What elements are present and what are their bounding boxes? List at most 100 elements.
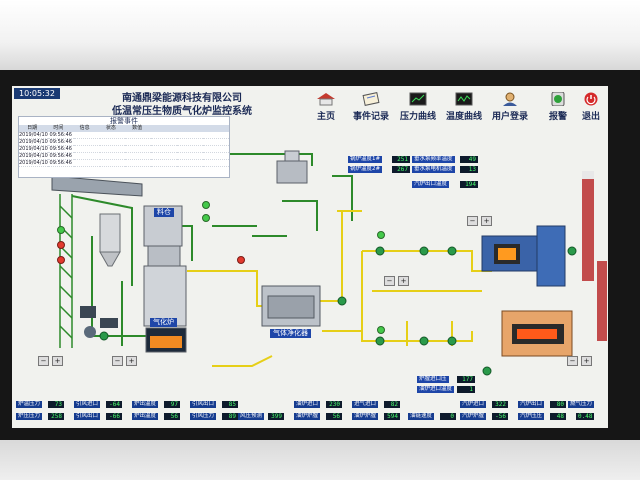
temperature-chart-icon	[455, 92, 473, 106]
bottom-label: 汽炉炉膛	[460, 413, 487, 420]
bottom-value: 48	[550, 413, 566, 420]
process-pipes	[51, 150, 607, 376]
bottom-label: 进气进口	[352, 401, 379, 408]
increase-button[interactable]: +	[398, 276, 409, 286]
alarm-col-extra2	[177, 125, 203, 132]
decrease-button[interactable]: −	[384, 276, 395, 286]
decrease-button[interactable]: −	[467, 216, 478, 226]
bottom-value: 322	[492, 401, 508, 408]
status-lamp	[57, 226, 65, 234]
alarm-col-date: 日期	[27, 125, 38, 131]
alarm-icon	[551, 92, 565, 106]
furnace-inlet-pressure-label: 炉膛进口压	[417, 376, 449, 383]
bottom-value: -64	[106, 401, 122, 408]
nav-home-button[interactable]: 主页	[302, 92, 350, 124]
alarm-col-state: 状态	[105, 125, 116, 131]
status-lamp	[377, 231, 385, 239]
bottom-value: 56	[326, 413, 342, 420]
nav-user-login-label: 用户登录	[491, 112, 528, 122]
nav-event-log-label: 事件记录	[352, 112, 389, 122]
bottom-label: 汽炉出口	[518, 401, 545, 408]
boiler-temp2-label: 锅炉温度2#	[348, 166, 383, 173]
nav-home-label: 主页	[316, 112, 335, 122]
status-lamp	[377, 326, 385, 334]
decrease-button[interactable]: −	[38, 356, 49, 366]
bottom-value: 0	[440, 413, 456, 420]
bottom-label: 炉出温度	[132, 413, 159, 420]
nav-user-login-button[interactable]: 用户登录	[486, 92, 534, 124]
alarm-col-extra3	[203, 125, 229, 132]
bottom-label: 油链速度	[408, 413, 435, 420]
nav-temperature-curve-label: 温度曲线	[445, 112, 482, 122]
status-lamp	[202, 214, 210, 222]
oil-furnace-inlet-label: 油炉进口温度	[417, 386, 455, 393]
bottom-label: 汽炉进口	[460, 401, 487, 408]
increase-button[interactable]: +	[481, 216, 492, 226]
pump-freq-value: 49	[460, 156, 478, 163]
boiler-temp2-value: 267	[392, 166, 410, 173]
bottom-label: 炉出温度	[132, 401, 159, 408]
pump-motor-label: 垂水泵电机温度	[412, 166, 455, 173]
bottom-value: 399	[268, 413, 284, 420]
nav-pressure-curve-label: 压力曲线	[399, 112, 436, 122]
bottom-value: 82	[384, 401, 400, 408]
gasifier-label: 气化炉	[150, 318, 177, 327]
bottom-value: 594	[384, 413, 400, 420]
nav-temperature-curve-button[interactable]: 温度曲线	[440, 92, 488, 124]
notebook-icon	[362, 92, 380, 106]
bottom-label: 燃气压力	[568, 401, 595, 408]
nav-event-log-button[interactable]: 事件记录	[347, 92, 395, 124]
steam-outlet-value: 194	[460, 181, 478, 188]
steam-outlet-label: 汽炉出口温度	[412, 181, 450, 188]
bottom-value: 56	[164, 413, 180, 420]
bottom-value: 73	[48, 401, 64, 408]
company-title: 南通鼎梁能源科技有限公司 低温常压生物质气化炉监控系统	[82, 92, 282, 118]
bottom-label: 汽炉压压	[518, 413, 545, 420]
nav-exit-label: 退出	[581, 112, 600, 122]
power-icon	[584, 92, 598, 106]
bottom-value: -66	[106, 413, 122, 420]
increase-button[interactable]: +	[581, 356, 592, 366]
alarm-event-title: 报警事件	[110, 117, 138, 125]
increase-button[interactable]: +	[52, 356, 63, 366]
nav-alarm-label: 报警	[548, 112, 567, 122]
decrease-button[interactable]: −	[567, 356, 578, 366]
scada-screen: 10:05:32 南通鼎梁能源科技有限公司 低温常压生物质气化炉监控系统 主页 …	[12, 86, 608, 428]
bottom-label: 油炉炉膛	[352, 413, 379, 420]
pressure-chart-icon	[409, 92, 427, 106]
oil-furnace-inlet-value: 1	[457, 386, 475, 393]
bottom-value: -56	[492, 413, 508, 420]
system-name: 低温常压生物质气化炉监控系统	[112, 106, 252, 117]
bottom-value: 85	[222, 401, 238, 408]
bottom-value: 80	[550, 401, 566, 408]
status-lamp	[57, 241, 65, 249]
purifier-label: 气体净化器	[270, 329, 311, 338]
nav-exit-button[interactable]: 退出	[575, 92, 607, 124]
alarm-col-info: 信息	[79, 125, 90, 131]
bottom-label: 炉温压力	[16, 401, 43, 408]
nav-pressure-curve-button[interactable]: 压力曲线	[394, 92, 442, 124]
furnace-inlet-pressure-value: 177	[457, 376, 475, 383]
status-lamp	[237, 256, 245, 264]
bottom-value: 230	[326, 401, 342, 408]
bottom-label: 油炉进口	[294, 401, 321, 408]
increase-button[interactable]: +	[126, 356, 137, 366]
nav-alarm-button[interactable]: 报警	[534, 92, 582, 124]
bottom-value: 0.48	[576, 413, 595, 420]
company-name: 南通鼎梁能源科技有限公司	[122, 93, 242, 104]
bottom-label: 引风出口	[74, 413, 101, 420]
bottom-value: 89	[222, 413, 238, 420]
bottom-label: 风压预测	[238, 413, 265, 420]
clock-display: 10:05:32	[14, 88, 60, 99]
boiler-temp1-value: 251	[392, 156, 410, 163]
decrease-button[interactable]: −	[112, 356, 123, 366]
bottom-value: 258	[48, 413, 64, 420]
photo-background-top	[0, 0, 640, 70]
silo-label: 料仓	[154, 208, 174, 217]
